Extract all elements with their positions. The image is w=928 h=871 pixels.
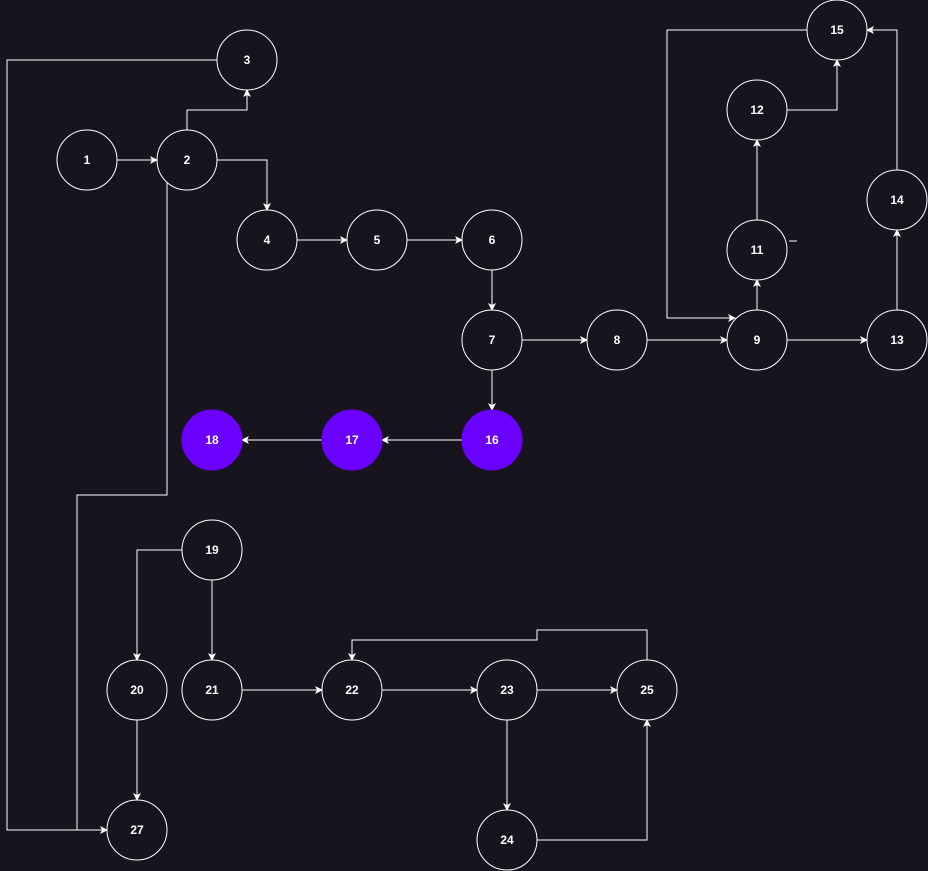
node-15-circle bbox=[806, 0, 868, 61]
node-24[interactable]: 24 bbox=[476, 809, 538, 871]
node-15-label: 15 bbox=[830, 23, 844, 37]
edge-19-to-20 bbox=[133, 549, 182, 661]
node-21[interactable]: 21 bbox=[181, 659, 243, 721]
node-9-circle bbox=[726, 309, 788, 371]
node-13-circle bbox=[866, 309, 928, 371]
node-11-circle bbox=[726, 219, 788, 281]
node-6-circle bbox=[461, 209, 523, 271]
node-17-circle bbox=[321, 409, 383, 471]
edge-12-to-15 bbox=[787, 59, 841, 111]
node-5-label: 5 bbox=[374, 233, 381, 247]
node-20-label: 20 bbox=[130, 683, 144, 697]
node-14[interactable]: 14 bbox=[866, 169, 928, 231]
node-25[interactable]: 25 bbox=[616, 659, 678, 721]
node-8-label: 8 bbox=[614, 333, 621, 347]
node-21-circle bbox=[181, 659, 243, 721]
node-23-label: 23 bbox=[500, 683, 514, 697]
node-9-label: 9 bbox=[754, 333, 761, 347]
node-27-label: 27 bbox=[130, 823, 144, 837]
node-23[interactable]: 23 bbox=[476, 659, 538, 721]
node-1-label: 1 bbox=[84, 153, 91, 167]
node-19-circle bbox=[181, 519, 243, 581]
edge-2-to-3 bbox=[186, 89, 251, 130]
node-2-circle bbox=[156, 129, 218, 191]
edge-14-to-15 bbox=[866, 26, 898, 170]
edge-15-to-9 bbox=[666, 29, 807, 322]
node-12-label: 12 bbox=[750, 103, 764, 117]
node-24-circle bbox=[476, 809, 538, 871]
node-23-circle bbox=[476, 659, 538, 721]
edge-25-to-22 bbox=[348, 629, 648, 661]
node-24-label: 24 bbox=[500, 833, 514, 847]
node-3[interactable]: 3 bbox=[216, 29, 278, 91]
node-6[interactable]: 6 bbox=[461, 209, 523, 271]
node-27-circle bbox=[106, 799, 168, 861]
node-21-label: 21 bbox=[205, 683, 219, 697]
node-16[interactable]: 16 bbox=[461, 409, 523, 471]
node-7-circle bbox=[461, 309, 523, 371]
node-17[interactable]: 17 bbox=[321, 409, 383, 471]
node-8-circle bbox=[586, 309, 648, 371]
node-1[interactable]: 1 bbox=[56, 129, 118, 191]
node-20-circle bbox=[106, 659, 168, 721]
node-20[interactable]: 20 bbox=[106, 659, 168, 721]
node-4[interactable]: 4 bbox=[236, 209, 298, 271]
node-6-label: 6 bbox=[489, 233, 496, 247]
node-12[interactable]: 12 bbox=[726, 79, 788, 141]
node-18[interactable]: 18 bbox=[181, 409, 243, 471]
node-19-label: 19 bbox=[205, 543, 219, 557]
node-22-circle bbox=[321, 659, 383, 721]
node-5[interactable]: 5 bbox=[346, 209, 408, 271]
node-3-label: 3 bbox=[244, 53, 251, 67]
node-1-circle bbox=[56, 129, 118, 191]
node-2[interactable]: 2 bbox=[156, 129, 218, 191]
node-15[interactable]: 15 bbox=[806, 0, 868, 61]
node-5-circle bbox=[346, 209, 408, 271]
node-19[interactable]: 19 bbox=[181, 519, 243, 581]
node-9[interactable]: 9 bbox=[726, 309, 788, 371]
node-16-label: 16 bbox=[485, 433, 499, 447]
node-25-label: 25 bbox=[640, 683, 654, 697]
node-2-label: 2 bbox=[184, 153, 191, 167]
node-7[interactable]: 7 bbox=[461, 309, 523, 371]
node-17-label: 17 bbox=[345, 433, 359, 447]
node-22[interactable]: 22 bbox=[321, 659, 383, 721]
node-18-circle bbox=[181, 409, 243, 471]
node-18-label: 18 bbox=[205, 433, 219, 447]
node-13-label: 13 bbox=[890, 333, 904, 347]
node-12-circle bbox=[726, 79, 788, 141]
node-4-label: 4 bbox=[264, 233, 271, 247]
node-3-circle bbox=[216, 29, 278, 91]
edge-24-to-25 bbox=[537, 719, 651, 841]
node-7-label: 7 bbox=[489, 333, 496, 347]
edge-2-to-4 bbox=[217, 159, 271, 211]
node-16-circle bbox=[461, 409, 523, 471]
node-22-label: 22 bbox=[345, 683, 359, 697]
node-13[interactable]: 13 bbox=[866, 309, 928, 371]
edge-3-to-27 bbox=[6, 59, 217, 834]
node-14-circle bbox=[866, 169, 928, 231]
node-11[interactable]: 11 bbox=[726, 219, 788, 281]
node-27[interactable]: 27 bbox=[106, 799, 168, 861]
node-4-circle bbox=[236, 209, 298, 271]
node-8[interactable]: 8 bbox=[586, 309, 648, 371]
node-25-circle bbox=[616, 659, 678, 721]
node-11-label: 11 bbox=[751, 243, 764, 257]
edge-27-to-2 bbox=[76, 161, 193, 830]
node-14-label: 14 bbox=[890, 193, 904, 207]
